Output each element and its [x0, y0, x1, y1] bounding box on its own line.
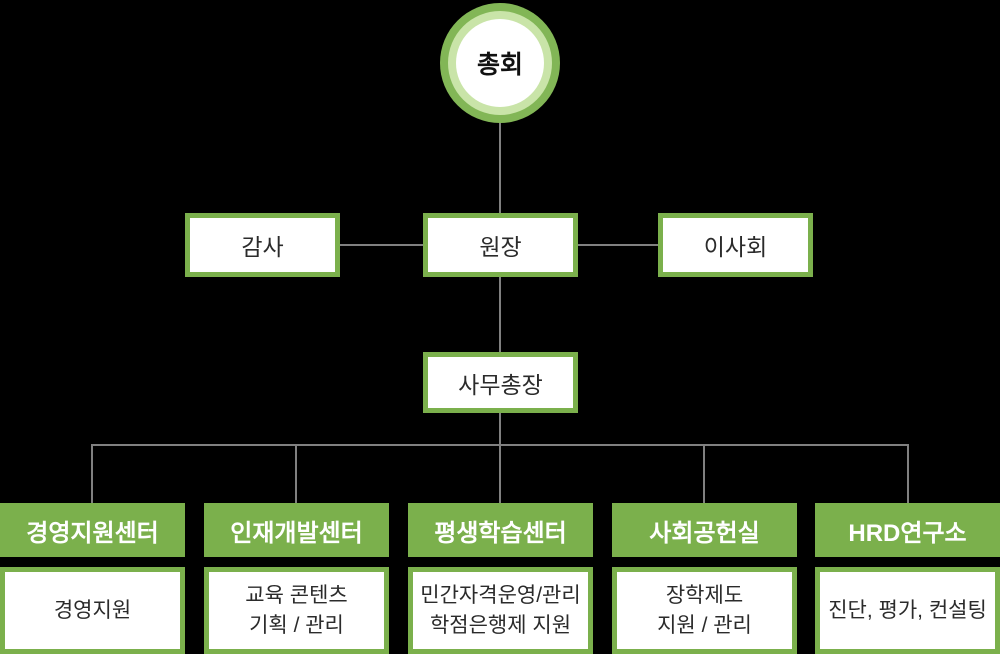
- director-label: 원장: [479, 234, 522, 260]
- connector-director-to-board: [578, 244, 658, 246]
- detail-line: 교육 콘텐츠: [245, 583, 348, 607]
- dept-detail-social-contribution: 장학제도 지원 / 관리: [612, 567, 797, 654]
- detail-line: 학점은행제 지원: [429, 613, 572, 637]
- general-assembly-label: 총회: [456, 19, 544, 107]
- dept-header-lifelong-learning: 평생학습센터: [408, 503, 593, 557]
- node-general-assembly: 총회: [440, 3, 560, 123]
- node-audit: 감사: [185, 213, 340, 277]
- detail-line: 기획 / 관리: [249, 613, 344, 637]
- dept-title: 인재개발센터: [230, 519, 363, 547]
- connector-drop-2: [295, 444, 297, 503]
- dept-title: 경영지원센터: [26, 519, 159, 547]
- board-label: 이사회: [703, 234, 768, 260]
- detail-line: 장학제도: [665, 583, 744, 607]
- connector-drop-3: [499, 444, 501, 503]
- connector-drop-5: [907, 444, 909, 503]
- dept-header-hrd-research: HRD연구소: [815, 503, 1000, 557]
- general-assembly-inner-ring: 총회: [448, 11, 552, 115]
- detail-line: 지원 / 관리: [657, 613, 752, 637]
- connector-audit-to-director: [340, 244, 423, 246]
- dept-detail-hr-development: 교육 콘텐츠 기획 / 관리: [204, 567, 389, 654]
- connector-director-to-secretary: [499, 277, 501, 352]
- node-director: 원장: [423, 213, 578, 277]
- connector-drop-1: [91, 444, 93, 503]
- secretary-general-label: 사무총장: [458, 371, 543, 398]
- connector-secretary-to-bus: [499, 412, 501, 445]
- detail-line: 경영지원: [53, 598, 132, 622]
- connector-root-to-director: [499, 122, 501, 213]
- dept-title: 사회공헌실: [649, 519, 760, 547]
- dept-header-social-contribution: 사회공헌실: [612, 503, 797, 557]
- dept-detail-lifelong-learning: 민간자격운영/관리 학점은행제 지원: [408, 567, 593, 654]
- node-board: 이사회: [658, 213, 813, 277]
- connector-drop-4: [703, 444, 705, 503]
- dept-header-hr-development: 인재개발센터: [204, 503, 389, 557]
- node-secretary-general: 사무총장: [423, 352, 578, 413]
- detail-line: 진단, 평가, 컨설팅: [828, 598, 987, 622]
- audit-label: 감사: [241, 234, 284, 260]
- dept-detail-management-support: 경영지원: [0, 567, 185, 654]
- detail-line: 민간자격운영/관리: [420, 583, 581, 607]
- dept-title: HRD연구소: [848, 519, 967, 547]
- dept-detail-hrd-research: 진단, 평가, 컨설팅: [815, 567, 1000, 654]
- dept-title: 평생학습센터: [434, 519, 567, 547]
- dept-header-management-support: 경영지원센터: [0, 503, 185, 557]
